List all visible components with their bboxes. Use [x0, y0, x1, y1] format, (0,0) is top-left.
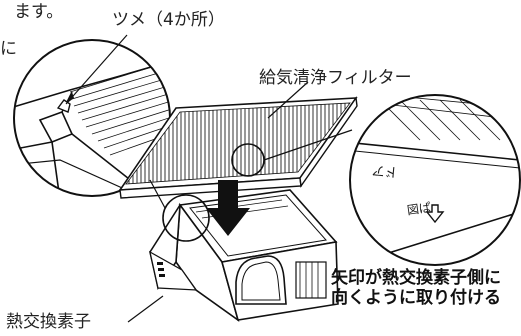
element-label: 熱交換素子	[6, 312, 91, 332]
upper-marking: 図ぱ	[406, 200, 432, 218]
supply-air-filter	[118, 81, 358, 199]
left-text-fragment: に	[0, 39, 17, 59]
filter-label: 給気清浄フィルター	[259, 68, 412, 88]
mirrored-marking: ドア	[371, 161, 399, 180]
top-text-fragment: ます。	[14, 2, 64, 22]
heat-exchange-element	[127, 189, 339, 323]
tab-position-marker	[162, 194, 210, 242]
orientation-note: 矢印が熱交換素子側に向くように取り付ける	[331, 268, 501, 308]
arrow-mark-zoom	[349, 94, 521, 266]
insert-direction-arrow	[206, 180, 250, 236]
hollow-arrow-icon	[425, 204, 445, 224]
tab-detail-zoom	[13, 34, 171, 197]
tabs-label: ツメ（4か所）	[112, 10, 225, 30]
